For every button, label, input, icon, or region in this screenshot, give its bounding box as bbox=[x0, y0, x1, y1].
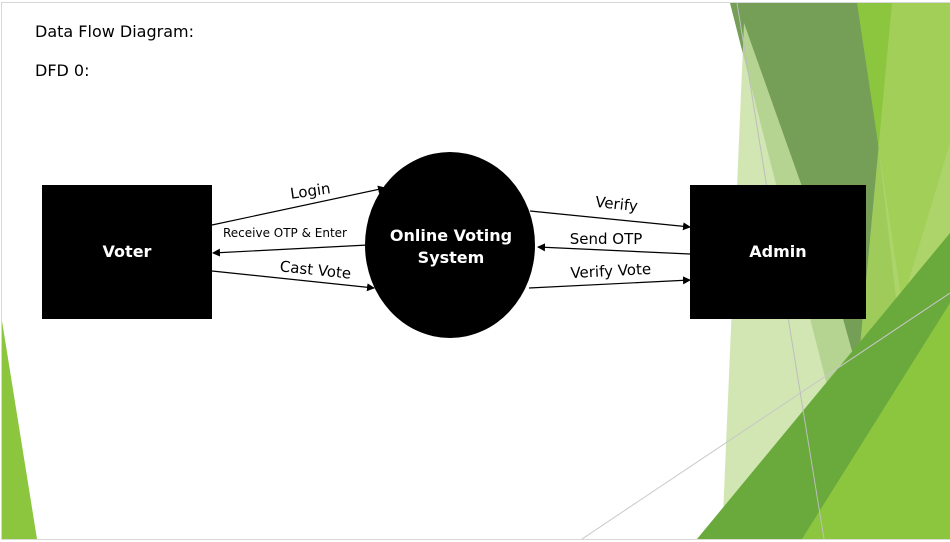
deco-shape-bottom-front bbox=[802, 303, 950, 539]
flow-arrow-cast-vote bbox=[211, 270, 375, 292]
flow-arrow-verify-vote bbox=[528, 276, 691, 289]
data-flow-diagram: Voter Online Voting System Admin Login R… bbox=[42, 152, 866, 338]
flow-arrow-verify bbox=[529, 210, 691, 231]
flow-arrow-login bbox=[211, 185, 386, 226]
diagram-level-label: DFD 0: bbox=[35, 61, 90, 80]
deco-shape-left-green bbox=[2, 321, 37, 539]
flow-label-verify-vote: Verify Vote bbox=[570, 260, 652, 282]
slide-title: Data Flow Diagram: bbox=[35, 22, 194, 41]
entity-voter: Voter bbox=[42, 185, 212, 319]
flow-label-verify: Verify bbox=[594, 193, 638, 215]
flow-label-receive-otp: Receive OTP & Enter bbox=[223, 226, 347, 240]
entity-admin-box bbox=[690, 185, 866, 319]
process-circle bbox=[365, 152, 535, 338]
process-label-line2: System bbox=[418, 248, 485, 267]
flow-label-send-otp: Send OTP bbox=[570, 230, 643, 248]
process-online-voting-system: Online Voting System bbox=[365, 152, 535, 338]
process-label-line1: Online Voting bbox=[390, 226, 512, 245]
entity-voter-label: Voter bbox=[103, 242, 152, 261]
entity-admin: Admin bbox=[690, 185, 866, 319]
flow-arrow-send-otp bbox=[537, 243, 691, 255]
flow-label-login: Login bbox=[289, 179, 332, 202]
decorative-background bbox=[2, 3, 950, 539]
deco-line-1 bbox=[581, 292, 950, 539]
flow-arrow-receive-otp bbox=[212, 244, 369, 257]
entity-admin-label: Admin bbox=[749, 242, 806, 261]
entity-voter-box bbox=[42, 185, 212, 319]
